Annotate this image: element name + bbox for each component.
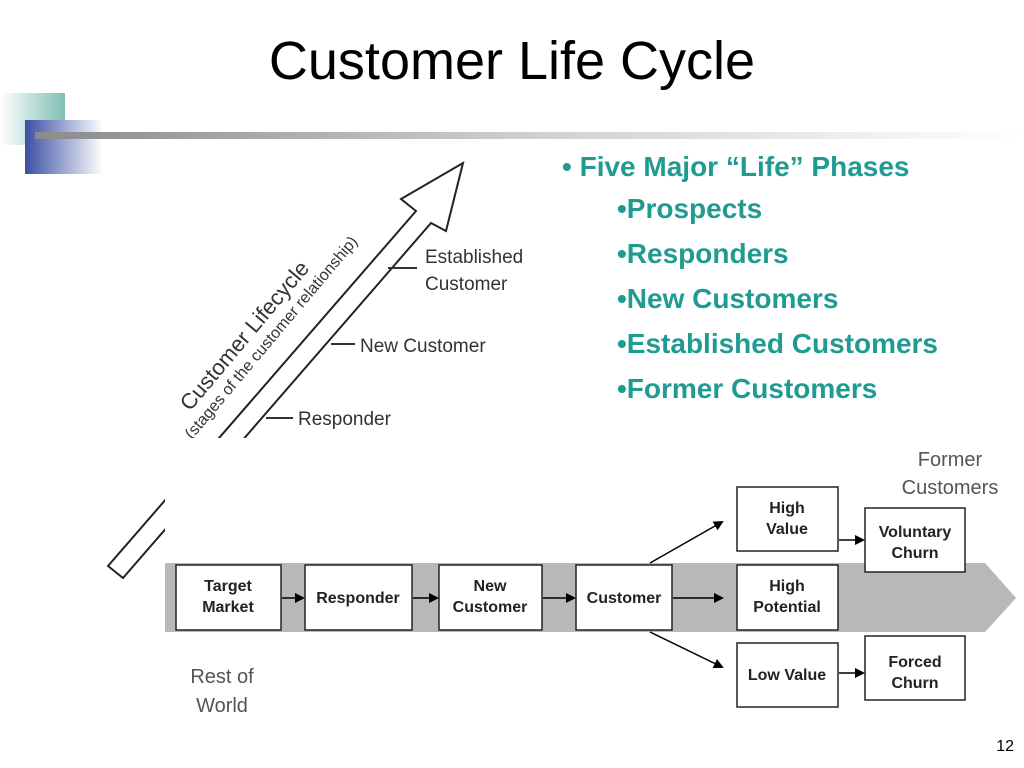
- box-customer-label: Customer: [587, 590, 662, 607]
- decorative-corner: [0, 0, 120, 180]
- box-target-market-label-1: Target: [204, 578, 252, 595]
- box-target-market: Target Market: [175, 564, 282, 631]
- stage-label-responder: Responder: [298, 409, 392, 430]
- bullet-marker: •: [562, 151, 572, 182]
- box-forced-churn-label-2: Churn: [891, 675, 938, 692]
- slide-title: Customer Life Cycle: [268, 31, 756, 91]
- box-forced-churn: Forced Churn: [864, 635, 966, 701]
- bullet-heading-text: Five Major “Life” Phases: [579, 151, 910, 182]
- box-responder-label: Responder: [316, 590, 400, 607]
- arrow-customer-to-low-value: [649, 631, 724, 668]
- box-high-potential-label-2: Potential: [753, 599, 821, 616]
- box-low-value: Low Value: [736, 642, 839, 708]
- box-new-customer-label-2: Customer: [453, 599, 528, 616]
- box-new-customer-label-1: New: [474, 578, 507, 595]
- bullet-heading: • Five Major “Life” Phases: [562, 148, 1022, 186]
- label-rest-of-world-1: Rest of: [190, 666, 254, 688]
- slide-number: 12: [996, 738, 1014, 755]
- box-high-value: High Value: [736, 486, 839, 552]
- box-high-potential-label-1: High: [769, 578, 805, 595]
- bullet-item-established-customers: •Established Customers: [617, 328, 939, 359]
- box-low-value-label: Low Value: [748, 667, 826, 684]
- bullet-item-new-customers: •New Customers: [617, 283, 839, 314]
- stage-label-new-customer: New Customer: [360, 336, 486, 357]
- bullet-item-former-customers: •Former Customers: [617, 373, 878, 404]
- box-customer: Customer: [575, 564, 673, 631]
- box-voluntary-churn: Voluntary Churn: [864, 507, 966, 573]
- box-high-value-label-2: Value: [766, 521, 808, 538]
- stage-label-established-2: Customer: [425, 274, 508, 295]
- bullet-item-responders: •Responders: [617, 238, 789, 269]
- box-new-customer: New Customer: [438, 564, 543, 631]
- label-rest-of-world-2: World: [196, 695, 248, 717]
- arrow-customer-to-high-value: [649, 521, 724, 564]
- label-former-customers-2: Customers: [902, 477, 999, 499]
- lifecycle-title: Customer Lifecycle: [175, 256, 314, 415]
- bullet-list: • Five Major “Life” Phases •Prospects •R…: [562, 148, 1022, 411]
- box-high-potential: High Potential: [736, 564, 839, 631]
- label-former-customers-1: Former: [918, 449, 983, 471]
- box-responder: Responder: [304, 564, 413, 631]
- title-divider: [35, 132, 1024, 139]
- box-target-market-label-2: Market: [202, 599, 254, 616]
- box-forced-churn-label-1: Forced: [888, 654, 941, 671]
- box-high-value-label-1: High: [769, 500, 805, 517]
- box-voluntary-churn-label-1: Voluntary: [879, 524, 952, 541]
- box-voluntary-churn-label-2: Churn: [891, 545, 938, 562]
- bullet-item-prospects: •Prospects: [617, 193, 763, 224]
- stage-label-established-1: Established: [425, 247, 523, 268]
